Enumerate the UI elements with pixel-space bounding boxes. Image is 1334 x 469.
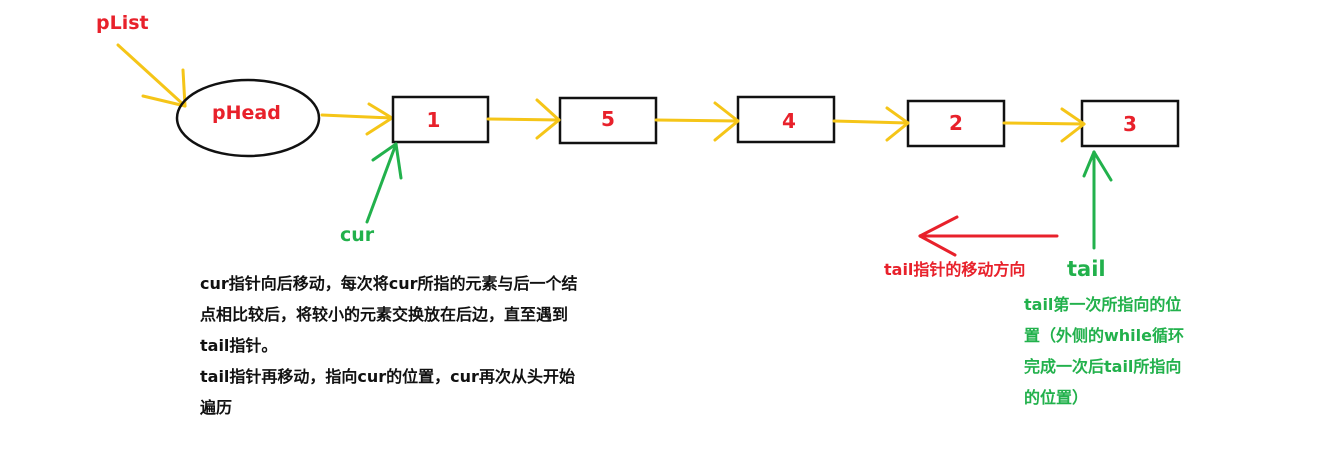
note-line: tail指针。	[200, 336, 278, 355]
node-value-1: 1	[426, 108, 441, 132]
phead-label: pHead	[212, 102, 281, 124]
node1-to-node2-arrow	[486, 98, 561, 140]
node2-to-node3-arrow	[654, 101, 740, 142]
note-line: 完成一次后tail所指向	[1024, 357, 1182, 376]
cur-explanation-note: cur指针向后移动，每次将cur所指的元素与后一个结 点相比较后，将较小的元素交…	[200, 268, 578, 423]
note-line: tail指针再移动，指向cur的位置，cur再次从头开始	[200, 367, 575, 386]
tail-direction-label: tail指针的移动方向	[884, 260, 1026, 279]
node3-to-node4-arrow	[832, 106, 910, 142]
tail-arrow	[1082, 150, 1113, 250]
tail-explanation-note: tail第一次所指向的位 置（外侧的while循环 完成一次后tail所指向 的…	[1024, 289, 1184, 413]
node-value-3: 4	[782, 109, 796, 133]
phead-to-node1-arrow	[320, 102, 394, 136]
note-line: 的位置）	[1024, 388, 1089, 407]
tail-label: tail	[1067, 257, 1106, 281]
node-value-5: 3	[1123, 112, 1137, 136]
cur-label: cur	[340, 224, 375, 246]
note-line: cur指针向后移动，每次将cur所指的元素与后一个结	[200, 274, 578, 293]
plist-label: pList	[96, 12, 149, 34]
phead-node	[175, 78, 321, 158]
cur-arrow	[365, 142, 403, 224]
note-line: tail第一次所指向的位	[1024, 295, 1182, 314]
tail-direction-arrow	[918, 215, 1059, 257]
note-line: 置（外侧的while循环	[1024, 326, 1184, 345]
node-value-2: 5	[601, 107, 615, 131]
plist-arrow	[116, 43, 187, 108]
node4-to-node5-arrow	[1002, 107, 1086, 143]
note-line: 遍历	[200, 398, 233, 417]
note-line: 点相比较后，将较小的元素交换放在后边，直至遇到	[200, 305, 569, 324]
node-value-4: 2	[949, 111, 963, 135]
